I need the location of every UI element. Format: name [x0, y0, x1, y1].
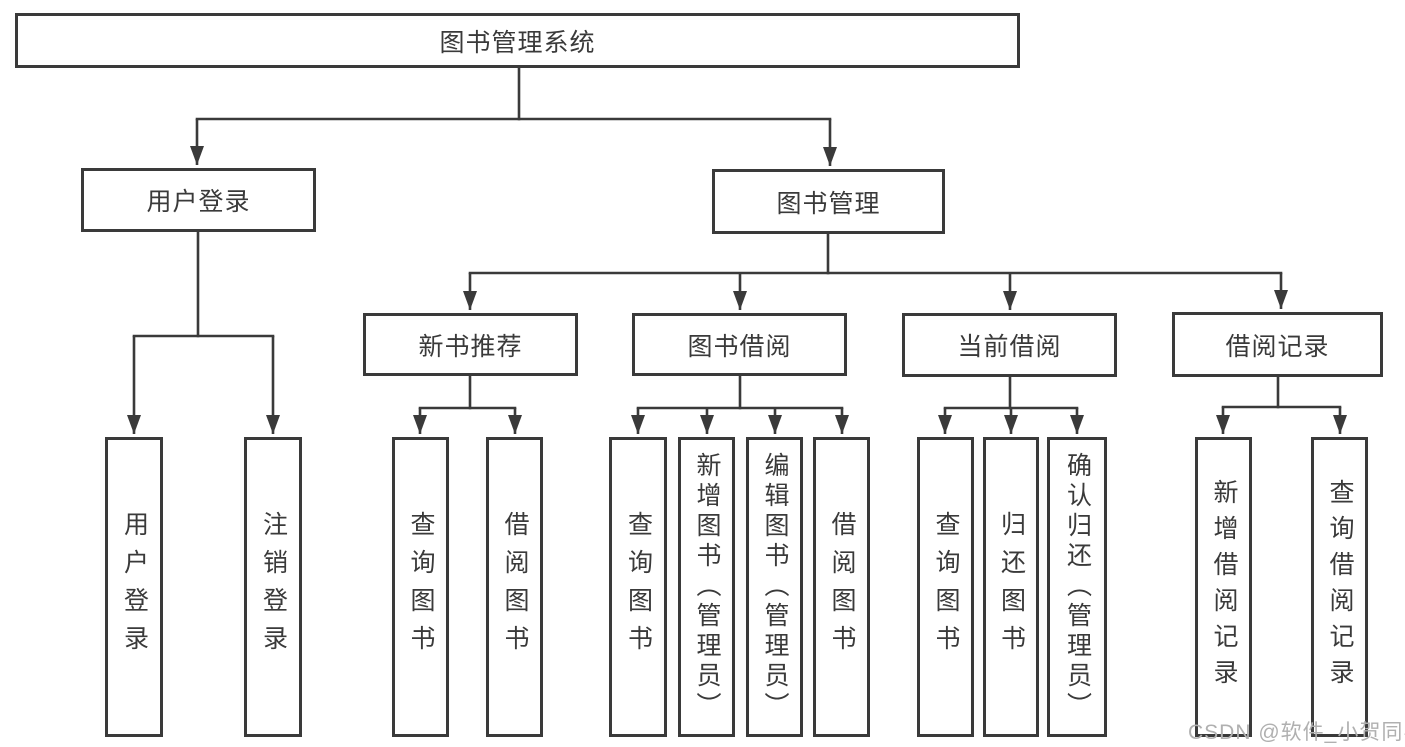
leaf-borrow-books-2: 借阅图书	[813, 437, 870, 737]
node-root-system: 图书管理系统	[15, 13, 1020, 68]
leaf-edit-books-admin-label: 编辑图书（管理员）	[761, 452, 789, 722]
leaf-add-borrow-record-label: 新增借阅记录	[1210, 479, 1238, 695]
leaf-add-books-admin-label: 新增图书（管理员）	[693, 452, 721, 722]
node-book-borrow: 图书借阅	[632, 313, 847, 376]
leaf-user-login: 用户登录	[105, 437, 163, 737]
leaf-query-books-2: 查询图书	[609, 437, 667, 737]
node-user-login: 用户登录	[81, 168, 316, 232]
leaf-borrow-books-1: 借阅图书	[486, 437, 543, 737]
leaf-confirm-return-admin-label: 确认归还（管理员）	[1063, 452, 1092, 722]
node-borrow-records: 借阅记录	[1172, 312, 1383, 377]
leaf-borrow-books-2-label: 借阅图书	[828, 511, 856, 663]
leaf-user-login-label: 用户登录	[120, 511, 149, 663]
node-current-borrow: 当前借阅	[902, 313, 1117, 377]
watermark: CSDN @软件_小贺同学	[1188, 721, 1405, 744]
leaf-add-borrow-record: 新增借阅记录	[1195, 437, 1252, 737]
leaf-query-borrow-record-label: 查询借阅记录	[1326, 479, 1354, 695]
leaf-add-books-admin: 新增图书（管理员）	[678, 437, 735, 737]
leaf-query-books-2-label: 查询图书	[624, 511, 653, 663]
leaf-logout-label: 注销登录	[259, 511, 288, 663]
leaf-logout: 注销登录	[244, 437, 302, 737]
leaf-query-borrow-record: 查询借阅记录	[1311, 437, 1368, 737]
node-new-book-recommend: 新书推荐	[363, 313, 578, 376]
node-book-management: 图书管理	[712, 169, 945, 234]
leaf-query-books-3: 查询图书	[917, 437, 974, 737]
leaf-return-books: 归还图书	[983, 437, 1039, 737]
leaf-query-books-1-label: 查询图书	[407, 511, 435, 663]
leaf-query-books-3-label: 查询图书	[932, 511, 960, 663]
leaf-return-books-label: 归还图书	[997, 511, 1026, 663]
leaf-borrow-books-1-label: 借阅图书	[501, 511, 529, 663]
leaf-query-books-1: 查询图书	[392, 437, 449, 737]
leaf-edit-books-admin: 编辑图书（管理员）	[746, 437, 803, 737]
leaf-confirm-return-admin: 确认归还（管理员）	[1047, 437, 1107, 737]
